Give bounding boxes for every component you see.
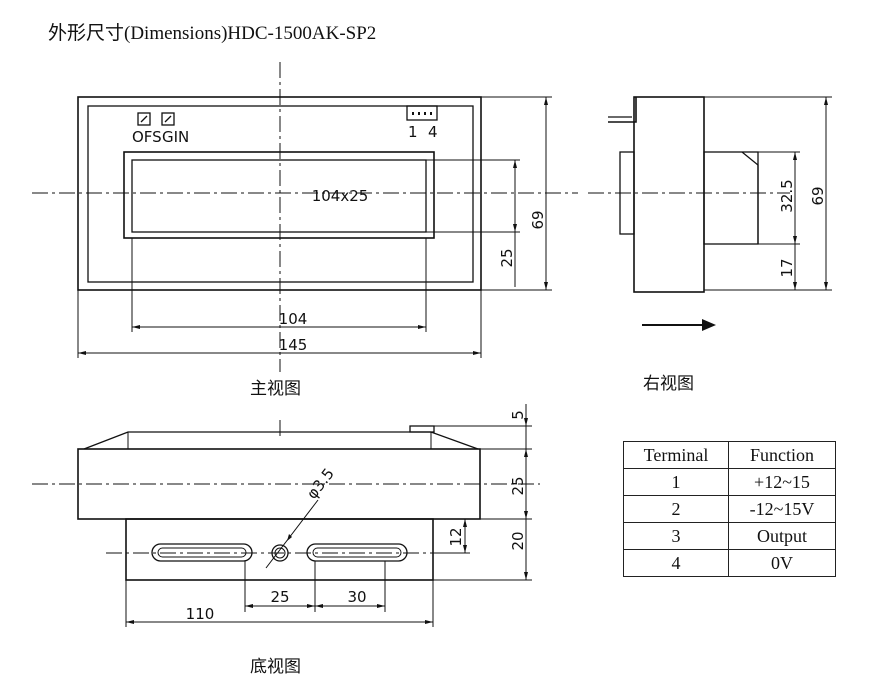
dim-text-69-front: 69 [529, 210, 547, 229]
bottom-connector-tab [409, 425, 435, 433]
gin-pot-icon [161, 112, 175, 126]
function-cell: +12~15 [728, 468, 836, 496]
page-title: 外形尺寸(Dimensions)HDC-1500AK-SP2 [48, 23, 377, 44]
bottom-base [125, 518, 434, 581]
dim-text-12: 12 [447, 527, 465, 546]
right-body [703, 151, 759, 245]
right-body-chamfer [741, 151, 759, 244]
function-cell: 0V [728, 549, 836, 577]
terminal-cell: 4 [623, 549, 729, 577]
table-header-row: Terminal Function [623, 441, 836, 469]
bottom-top-lip [83, 431, 479, 450]
front-view: 104x25 OFS GIN 1 4 104 145 [32, 62, 578, 372]
display-window-inner [131, 159, 427, 233]
dim-text-104: 104 [279, 310, 308, 328]
front-view-caption: 主视图 [250, 379, 301, 399]
header-terminal: Terminal [623, 441, 729, 469]
connector-icon [406, 105, 438, 121]
dim-text-145: 145 [279, 336, 308, 354]
table-row: 4 0V [623, 549, 836, 577]
dim-text-17: 17 [778, 258, 796, 277]
dim-text-20: 20 [509, 531, 527, 550]
dim-text-69-right: 69 [809, 186, 827, 205]
terminal-table: Terminal Function 1 +12~15 2 -12~15V 3 O… [623, 441, 836, 577]
dim-text-25-slot: 25 [270, 588, 289, 606]
table-row: 3 Output [623, 522, 836, 550]
connector-pins [412, 112, 432, 115]
bottom-view: φ3.5 5 25 20 12 25 30 1 [32, 404, 540, 627]
function-cell: -12~15V [728, 495, 836, 523]
dim-text-30: 30 [347, 588, 366, 606]
header-function: Function [728, 441, 836, 469]
dim-text-25-front: 25 [498, 248, 516, 267]
display-window-outer [123, 151, 435, 239]
ofs-pot-slot [140, 115, 148, 123]
connector-label-4: 4 [428, 123, 438, 141]
ofs-label: OFS [132, 128, 162, 146]
dim-text-25-bottom: 25 [509, 476, 527, 495]
terminal-cell: 2 [623, 495, 729, 523]
table-row: 2 -12~15V [623, 495, 836, 523]
right-view-caption: 右视图 [643, 374, 694, 394]
display-label: 104x25 [312, 187, 369, 205]
table-row: 1 +12~15 [623, 468, 836, 496]
dim-text-5: 5 [509, 410, 527, 420]
terminal-cell: 3 [623, 522, 729, 550]
right-view: 32.5 17 69 [588, 96, 832, 331]
dim-text-110: 110 [186, 605, 215, 623]
right-panel-outline [633, 96, 705, 293]
terminal-cell: 1 [623, 468, 729, 496]
bottom-view-caption: 底视图 [250, 657, 301, 677]
right-pin [608, 97, 637, 123]
connector-label-1: 1 [408, 123, 418, 141]
gin-pot-slot [164, 115, 172, 123]
hole-leader-line [265, 499, 319, 569]
ofs-pot-icon [137, 112, 151, 126]
dim-text-32-5: 32.5 [778, 179, 796, 212]
gin-label: GIN [162, 128, 189, 146]
function-cell: Output [728, 522, 836, 550]
